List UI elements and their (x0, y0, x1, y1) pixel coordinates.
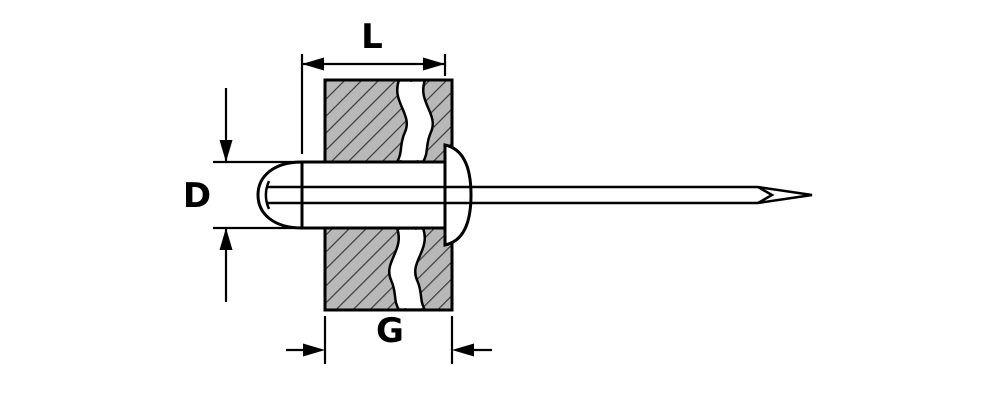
rivet-dome-head (256, 160, 304, 230)
arrowhead-left-icon (302, 57, 324, 71)
arrowhead-down-icon (219, 140, 233, 162)
arrowhead-right-icon (423, 57, 445, 71)
rivet (256, 143, 813, 247)
material-cross-section (323, 78, 454, 312)
rivet-set-flange (443, 143, 473, 247)
dimension-G: G (286, 311, 492, 364)
break-symbol-bottom (388, 227, 427, 311)
arrowhead-right-icon (303, 343, 325, 357)
dimension-D-label: D (183, 176, 211, 216)
arrowhead-left-icon (452, 343, 474, 357)
dimension-D: D (183, 88, 298, 302)
break-symbol-top (395, 79, 434, 163)
dimension-L-label: L (361, 17, 383, 57)
dimension-G-label: G (376, 311, 404, 351)
rivet-body (300, 160, 447, 230)
dimension-L: L (300, 17, 447, 154)
arrowhead-up-icon (219, 228, 233, 250)
mandrel-stem (264, 180, 758, 210)
mandrel-tip (757, 185, 813, 205)
